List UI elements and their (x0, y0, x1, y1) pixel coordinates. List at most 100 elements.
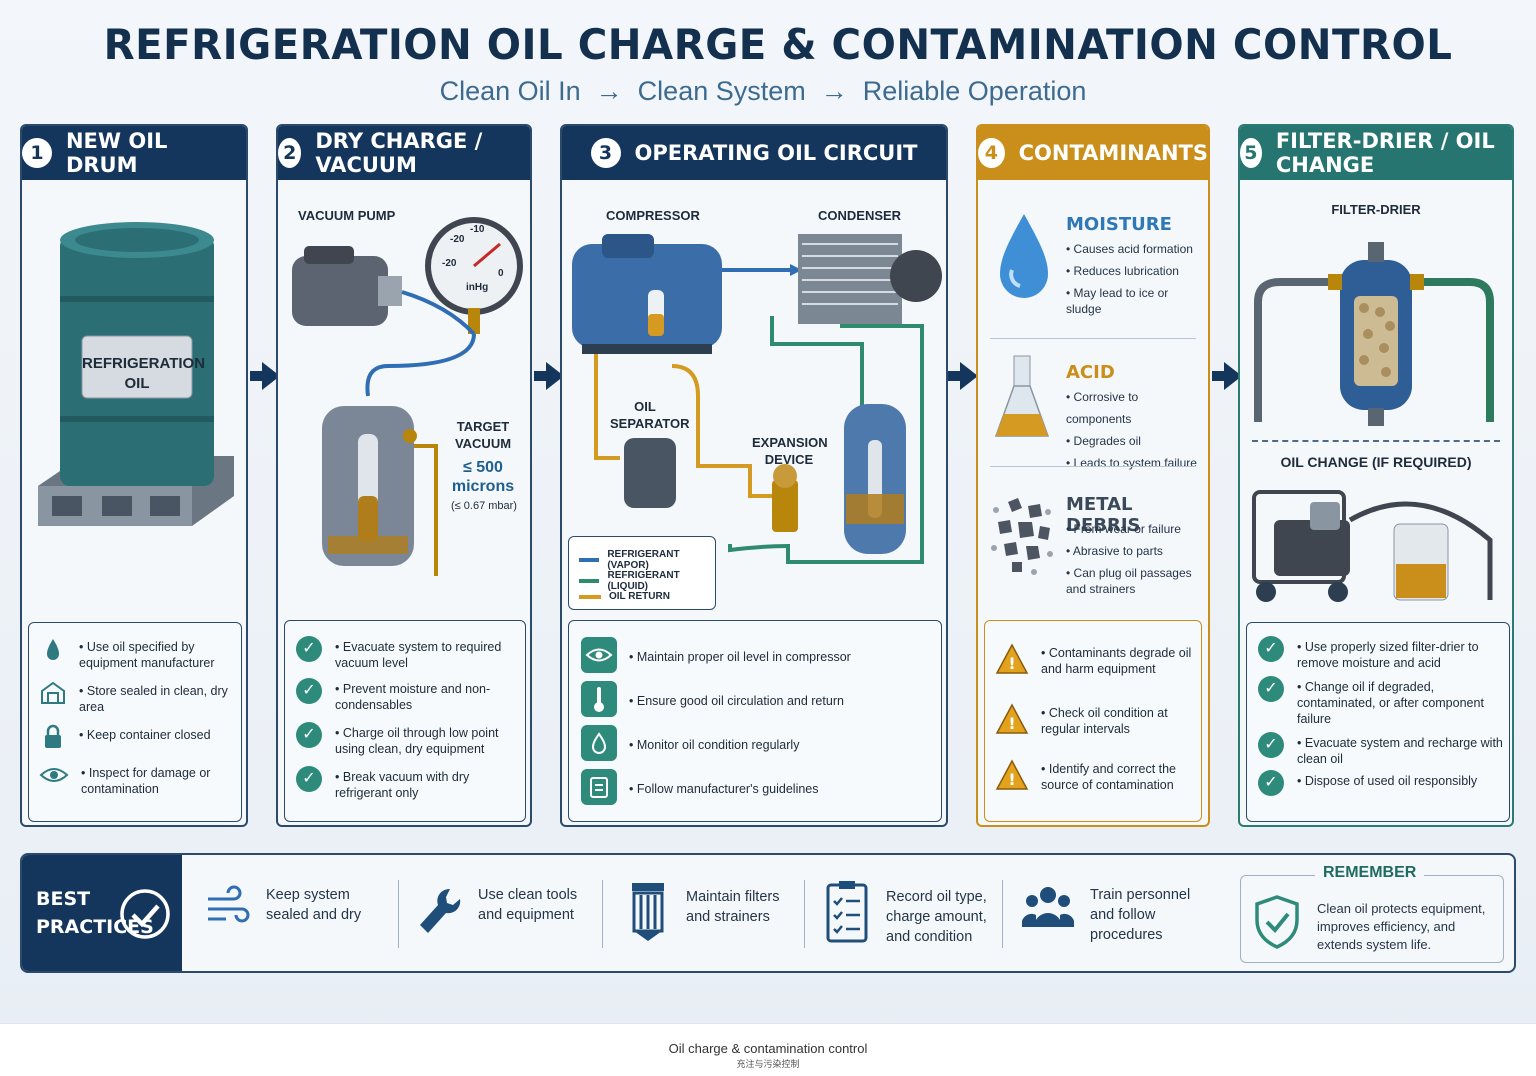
check-text: Evacuate system to required vacuum level (335, 635, 521, 671)
flow-arrow (948, 362, 978, 390)
contaminant-title: MOISTURE (1066, 214, 1172, 235)
best-practice-text: Record oil type, charge amount, and cond… (886, 889, 987, 945)
contaminant-item: From wear or failure (1066, 518, 1206, 540)
best-practice-text: Train personnel and follow procedures (1090, 887, 1191, 943)
vacuum-setup-illustration (292, 217, 523, 576)
panel-title: NEW OIL DRUM (65, 129, 168, 177)
tip-item: Keep container closed (39, 723, 239, 751)
circuit-legend: REFRIGERANT (VAPOR) REFRIGERANT (LIQUID)… (568, 536, 716, 610)
remember-text: Clean oil protects equipment, improves e… (1317, 901, 1486, 952)
tip-text: Store sealed in clean, dry area (79, 679, 239, 715)
panel-title: DRY CHARGE / VACUUM (315, 129, 483, 177)
check-item: ✓ Evacuate system and recharge with clea… (1257, 731, 1505, 767)
divider (990, 466, 1196, 467)
tip-item: Monitor oil condition regularly (581, 725, 931, 761)
tip-item: Follow manufacturer's guidelines (581, 769, 931, 805)
vacuum-pump-label: VACUUM PUMP (298, 208, 396, 223)
eye-icon (39, 761, 69, 789)
check-item: ✓ Charge oil through low point using cle… (295, 721, 521, 757)
check-text: Prevent moisture and non-condensables (335, 677, 521, 713)
best-practice-text: Maintain filters and strainers (686, 889, 780, 925)
filter-icon (626, 879, 670, 951)
panel-new-oil-drum: 1 NEW OIL DRUM REFRIGERATION OIL Use oil… (20, 124, 248, 827)
drop-icon (581, 725, 617, 761)
panel-filter-drier-oil-change: 5 FILTER-DRIER / OIL CHANGE FILTER-DRIER… (1238, 124, 1514, 827)
page-title: REFRIGERATION OIL CHARGE & CONTAMINATION… (103, 20, 1453, 69)
panel-header: 5 FILTER-DRIER / OIL CHANGE (1240, 126, 1512, 180)
check-text: Evacuate system and recharge with clean … (1297, 731, 1505, 767)
svg-text:!: ! (1008, 654, 1015, 673)
check-item: ✓ Change oil if degraded, contaminated, … (1257, 675, 1505, 727)
target-vacuum-value: ≤ 500 microns (451, 459, 515, 495)
oil-change-label: OIL CHANGE (IF REQUIRED) (1280, 454, 1472, 470)
warning-icon: ! (995, 758, 1029, 792)
best-practice-item: Keep system sealed and dry (204, 885, 394, 935)
checkmark-icon: ✓ (296, 766, 322, 792)
tip-item: Maintain proper oil level in compressor (581, 637, 931, 673)
tip-item: Store sealed in clean, dry area (39, 679, 239, 715)
flow-arrow (250, 362, 280, 390)
panel-dry-charge-vacuum: 2 DRY CHARGE / VACUUM VACUUM PUMP -20 -1… (276, 124, 532, 827)
tip-text: Follow manufacturer's guidelines (629, 777, 819, 797)
step-number: 3 (590, 138, 621, 168)
eye-icon (581, 637, 617, 673)
separator (398, 880, 399, 948)
gauge-tick: -20 (442, 258, 457, 269)
page-subtitle: Clean Oil In → Clean System → Reliable O… (439, 76, 1087, 106)
check-text: Change oil if degraded, contaminated, or… (1297, 675, 1505, 727)
footer: Oil charge & contamination control 充注与污染… (0, 1023, 1536, 1076)
panel-contaminants: 4 CONTAMINANTS MOISTURE Causes acid form… (976, 124, 1210, 827)
gauge-tick: -10 (470, 224, 485, 235)
contaminant-item: May lead to ice or sludge (1066, 282, 1206, 317)
thermometer-icon (581, 681, 617, 717)
step-number: 5 (1240, 138, 1262, 168)
contaminant-warnings: ! Contaminants degrade oil and harm equi… (984, 620, 1202, 822)
svg-text:!: ! (1008, 770, 1015, 789)
check-text: Break vacuum with dry refrigerant only (335, 765, 521, 801)
legend-label: OIL RETURN (609, 591, 670, 602)
gauge-tick: 0 (498, 268, 504, 279)
panel-2-tips: ✓ Evacuate system to required vacuum lev… (284, 620, 526, 822)
divider (990, 338, 1196, 339)
contaminant-list: From wear or failure Abrasive to parts C… (1066, 518, 1206, 597)
check-circle-icon (120, 889, 170, 939)
contaminant-item: Abrasive to parts (1066, 540, 1206, 562)
panel-5-tips: ✓ Use properly sized filter-drier to rem… (1246, 622, 1510, 822)
legend-swatch (579, 579, 600, 583)
oil-circuit-diagram (572, 234, 942, 564)
gauge-unit: inHg (466, 282, 489, 293)
checkmark-icon: ✓ (1258, 636, 1284, 662)
tip-item: Ensure good oil circulation and return (581, 681, 931, 717)
oil-drum-illustration (38, 222, 234, 526)
checkmark-icon: ✓ (1258, 732, 1284, 758)
footer-caption: Oil charge & contamination control (668, 1041, 868, 1056)
legend-item: REFRIGERANT (LIQUID) (579, 570, 715, 592)
warning-icon: ! (995, 642, 1029, 676)
legend-swatch (579, 558, 600, 562)
contaminant-item: Can plug oil passages and strainers (1066, 562, 1206, 597)
warning-item: ! Check oil condition at regular interva… (995, 701, 1195, 737)
legend-swatch (579, 594, 601, 599)
check-text: Charge oil through low point using clean… (335, 721, 521, 757)
legend-label: REFRIGERANT (VAPOR) (607, 549, 680, 571)
panel-header: 2 DRY CHARGE / VACUUM (278, 126, 530, 180)
checkmark-icon: ✓ (1258, 770, 1284, 796)
oil-separator-label: OIL SEPARATOR (610, 399, 690, 431)
panel-1-tips: Use oil specified by equipment manufactu… (28, 622, 242, 822)
check-item: ✓ Evacuate system to required vacuum lev… (295, 635, 521, 671)
best-practice-item: Record oil type, charge amount, and cond… (824, 879, 1004, 951)
step-number: 4 (978, 138, 1005, 168)
flow-arrow (1212, 362, 1242, 390)
legend-label: REFRIGERANT (LIQUID) (607, 570, 680, 592)
panel-title: OPERATING OIL CIRCUIT (634, 141, 918, 165)
contaminant-item: Leads to system failure (1066, 452, 1206, 474)
condenser-label: CONDENSER (818, 208, 902, 223)
remember-box: REMEMBER Clean oil protects equipment, i… (1240, 864, 1504, 963)
tip-text: Maintain proper oil level in compressor (629, 645, 851, 665)
check-text: Use properly sized filter-drier to remov… (1297, 635, 1505, 671)
clipboard-icon (581, 769, 617, 805)
checkmark-icon: ✓ (296, 678, 322, 704)
people-icon (1021, 885, 1075, 935)
check-item: ✓ Dispose of used oil responsibly (1257, 769, 1505, 797)
filter-drier-illustration (1254, 242, 1494, 426)
